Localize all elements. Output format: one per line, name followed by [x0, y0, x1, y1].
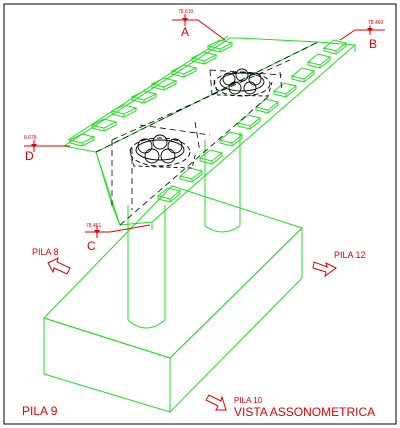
elevation-D: 8.678 — [24, 135, 37, 141]
arrow-pila-8-icon — [47, 257, 71, 275]
foundation-block — [43, 185, 303, 414]
pier-cap — [63, 35, 357, 230]
column-rear — [204, 132, 241, 233]
marker-C — [85, 224, 151, 238]
letter-C: C — [87, 239, 96, 253]
marker-A — [172, 14, 226, 41]
bearing-pads-left — [68, 39, 234, 147]
letter-B: B — [369, 37, 377, 51]
letter-A: A — [181, 25, 189, 39]
label-pila-8: PILA 8 — [32, 247, 59, 257]
drawing-frame — [3, 3, 397, 425]
arrow-pila-12-icon — [312, 261, 337, 278]
elevation-C: 78.461 — [86, 223, 102, 229]
bearing-pads-right — [156, 39, 348, 203]
elevation-B: 78.460 — [368, 20, 384, 26]
marker-D — [24, 140, 70, 152]
pier-label: PILA 9 — [22, 404, 58, 418]
label-pila-10: PILA 10 — [234, 396, 263, 405]
column-top-rear — [213, 68, 273, 97]
letter-D: D — [25, 149, 34, 163]
view-title: VISTA ASSONOMETRICA — [234, 405, 375, 419]
label-pila-12: PILA 12 — [334, 250, 366, 260]
column-top-front — [129, 134, 197, 169]
arrow-pila-10-icon — [205, 394, 227, 411]
marker-B — [339, 25, 385, 41]
elevation-A: 78.610 — [178, 9, 194, 15]
